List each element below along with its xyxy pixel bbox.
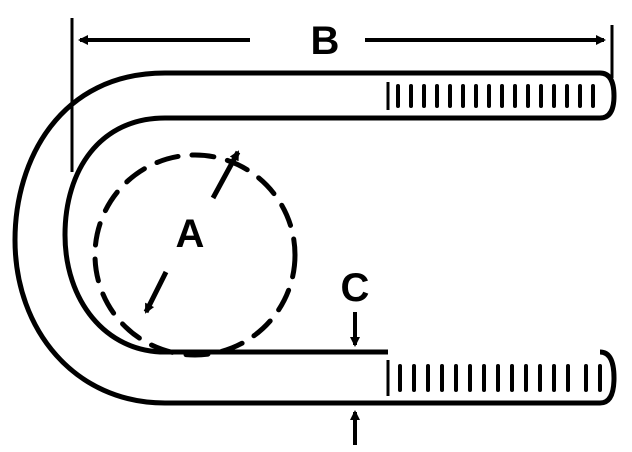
label-c: C: [341, 266, 370, 310]
top-rod-end: [388, 70, 617, 121]
label-b: B: [311, 19, 340, 63]
inner-outline: [62, 115, 388, 355]
dimension-a: A: [92, 150, 298, 358]
bottom-threads: [398, 364, 602, 392]
u-bolt-body: [12, 70, 617, 406]
dimension-c: C: [341, 266, 370, 445]
inside-diameter-circle: [92, 152, 298, 358]
outer-outline: [12, 70, 600, 406]
a-arrow-upper: [210, 150, 241, 200]
a-arrow-lower: [143, 270, 169, 314]
top-threads: [396, 84, 595, 108]
dimension-b: B: [70, 18, 614, 172]
bottom-rod-end: [599, 349, 617, 406]
label-a: A: [176, 212, 205, 256]
